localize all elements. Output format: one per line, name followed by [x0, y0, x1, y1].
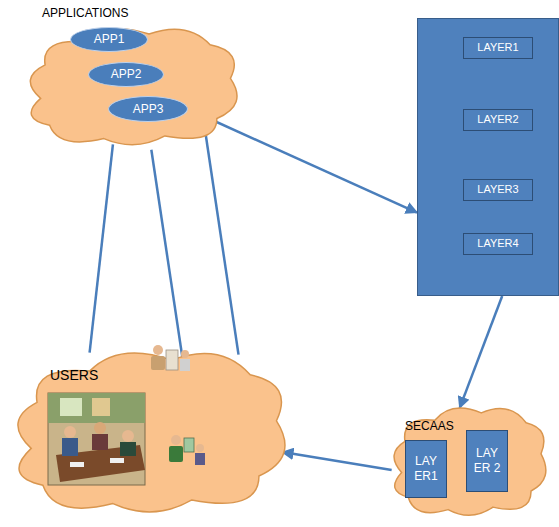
cloud-heading: SECAAS	[405, 419, 454, 433]
secaas-cloud: SECAAS LAY ER1 LAY ER 2	[385, 398, 551, 522]
box-label: LAYER4	[477, 237, 518, 251]
app-ellipse: APP1	[70, 27, 148, 52]
layer-box: LAYER1	[463, 37, 533, 59]
text-holder: APPLICATIONS	[42, 3, 128, 21]
cloud-outline	[2, 338, 294, 522]
layer-box: LAYER2	[463, 109, 533, 131]
cloud-heading: APPLICATIONS	[42, 6, 128, 20]
box-label: APP3	[133, 102, 164, 117]
connector-line	[206, 134, 239, 355]
users-cloud: USERS	[2, 338, 294, 522]
box-label: LAYER1	[477, 41, 518, 55]
box-label: LAYER2	[477, 113, 518, 127]
text-holder: SECAAS	[405, 416, 454, 434]
text-holder: USERS	[50, 366, 98, 384]
app-ellipse: APP2	[88, 62, 164, 87]
box-label: APP2	[111, 67, 142, 82]
box-label: LAYER3	[477, 183, 518, 197]
application-cloud: APPLICATIONS APP1APP2APP3	[18, 0, 244, 152]
app-ellipse: APP3	[108, 96, 188, 122]
connector-line	[90, 144, 113, 352]
connector-arrow	[282, 452, 391, 470]
person-figure	[151, 345, 190, 371]
box-label: LAY ER1	[409, 454, 443, 484]
layer-box: LAYER3	[463, 179, 533, 201]
box-label: LAY ER 2	[470, 446, 504, 476]
layer-box: LAY ER 2	[466, 430, 508, 492]
cloud-heading: USERS	[50, 367, 98, 383]
layer-stack-panel: LAYER1LAYER2LAYER3LAYER4	[417, 18, 559, 296]
connector-line	[151, 150, 183, 362]
connector-arrow	[460, 296, 503, 408]
layer-box: LAYER4	[463, 233, 533, 255]
connector-arrow	[188, 109, 417, 213]
box-label: APP1	[94, 32, 125, 47]
meeting-picture	[48, 393, 145, 485]
person-figure	[169, 435, 205, 465]
layer-box: LAY ER1	[405, 440, 447, 498]
